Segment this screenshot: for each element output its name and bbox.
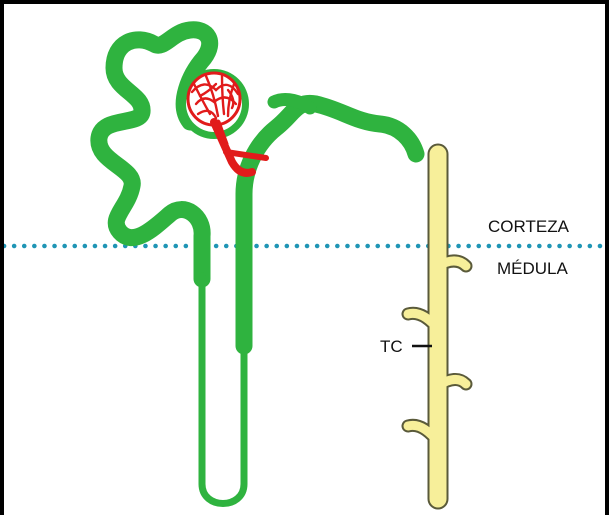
distal-tubule [244,103,416,346]
cortex-label: CORTEZA [488,218,569,235]
medulla-label: MÉDULA [497,260,568,277]
proximal-tubule [99,30,210,279]
distal-tubule-tail [274,100,310,108]
collecting-tubule-label: TC [380,338,403,355]
collecting-duct [408,154,466,499]
